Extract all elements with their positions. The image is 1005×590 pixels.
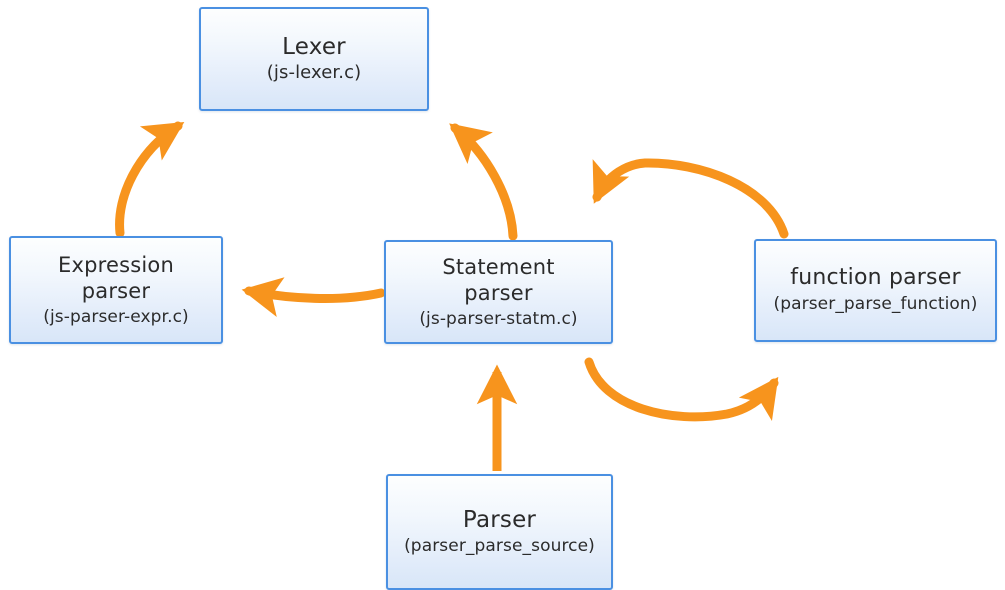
edge-expression-to-lexer [115,121,185,238]
node-function-parser[interactable]: function parser (parser_parse_function) [754,239,997,342]
node-parser[interactable]: Parser (parser_parse_source) [386,474,613,590]
node-expression-parser-title: Expression parser [58,252,174,303]
node-statement-parser-subtitle: (js-parser-statm.c) [419,308,578,329]
node-statement-parser[interactable]: Statement parser (js-parser-statm.c) [384,240,613,344]
node-parser-subtitle: (parser_parse_source) [404,535,595,556]
edge-statement-to-lexer [449,123,518,241]
node-function-parser-title: function parser [790,265,961,290]
node-parser-title: Parser [462,506,537,533]
node-lexer-title: Lexer [282,33,346,60]
node-function-parser-subtitle: (parser_parse_function) [773,294,978,314]
edge-statement-to-function [584,357,779,422]
node-lexer-subtitle: (js-lexer.c) [266,61,362,83]
node-lexer[interactable]: Lexer (js-lexer.c) [199,7,429,111]
node-expression-parser[interactable]: Expression parser (js-parser-expr.c) [9,236,223,344]
edge-function-to-statement [592,158,789,239]
edge-statement-to-expression [241,277,386,318]
node-expression-parser-subtitle: (js-parser-expr.c) [43,306,189,327]
node-statement-parser-title: Statement parser [442,254,555,305]
